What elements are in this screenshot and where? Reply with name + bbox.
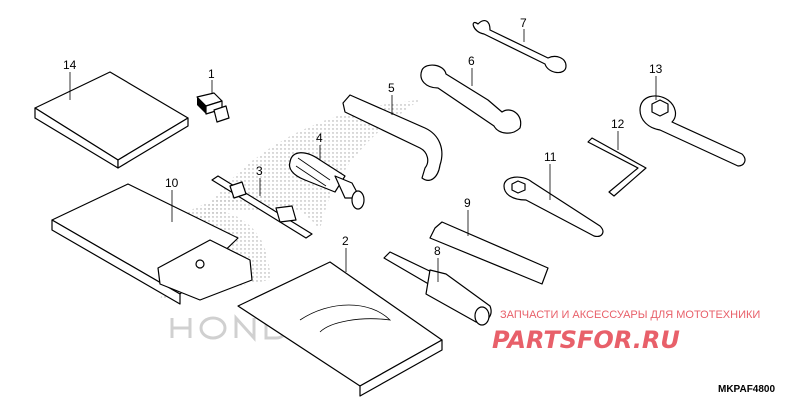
watermark-site: PARTSFOR.RU xyxy=(492,326,680,354)
callout-8: 8 xyxy=(434,244,441,258)
callout-1: 1 xyxy=(208,67,215,81)
partsfor-watermark: ЗАПЧАСТИ И АКСЕССУАРЫ ДЛЯ МОТОТЕХНИКИ PA… xyxy=(492,309,760,354)
owners-manual-part xyxy=(34,71,189,169)
callout-numbers: 14 1 3 4 5 6 7 8 9 10 11 12 13 2 xyxy=(63,16,663,258)
extension-bar-part xyxy=(429,221,549,285)
callout-12: 12 xyxy=(611,117,625,131)
pin-spanner-part xyxy=(342,94,443,181)
callout-10: 10 xyxy=(165,176,179,190)
callout-5: 5 xyxy=(388,81,395,95)
box-wrench-part xyxy=(503,176,604,237)
callout-6: 6 xyxy=(468,54,475,68)
tool-bag-part xyxy=(237,261,443,397)
open-end-wrench-part xyxy=(420,64,522,134)
callout-9: 9 xyxy=(464,196,471,210)
fuse-part xyxy=(196,92,230,123)
callout-13: 13 xyxy=(649,62,663,76)
callout-11: 11 xyxy=(544,150,557,164)
watermark-tagline: ЗАПЧАСТИ И АКСЕССУАРЫ ДЛЯ МОТОТЕХНИКИ xyxy=(500,309,760,321)
open-end-wrench-small-part xyxy=(472,20,567,74)
callout-7: 7 xyxy=(520,16,527,30)
callout-4: 4 xyxy=(316,131,323,145)
hex-key-part xyxy=(587,137,647,197)
tool-pouch-part xyxy=(51,183,253,305)
callout-14: 14 xyxy=(63,58,77,72)
callout-2: 2 xyxy=(342,234,349,248)
diagram-code: MKPAF4800 xyxy=(718,384,775,395)
ring-wrench-part xyxy=(639,95,746,167)
leader-lines xyxy=(69,29,657,282)
spark-plug-wrench-part xyxy=(383,251,492,326)
screwdriver-part xyxy=(288,152,365,210)
screwdriver-bit-part xyxy=(211,175,313,239)
callout-3: 3 xyxy=(256,164,263,178)
